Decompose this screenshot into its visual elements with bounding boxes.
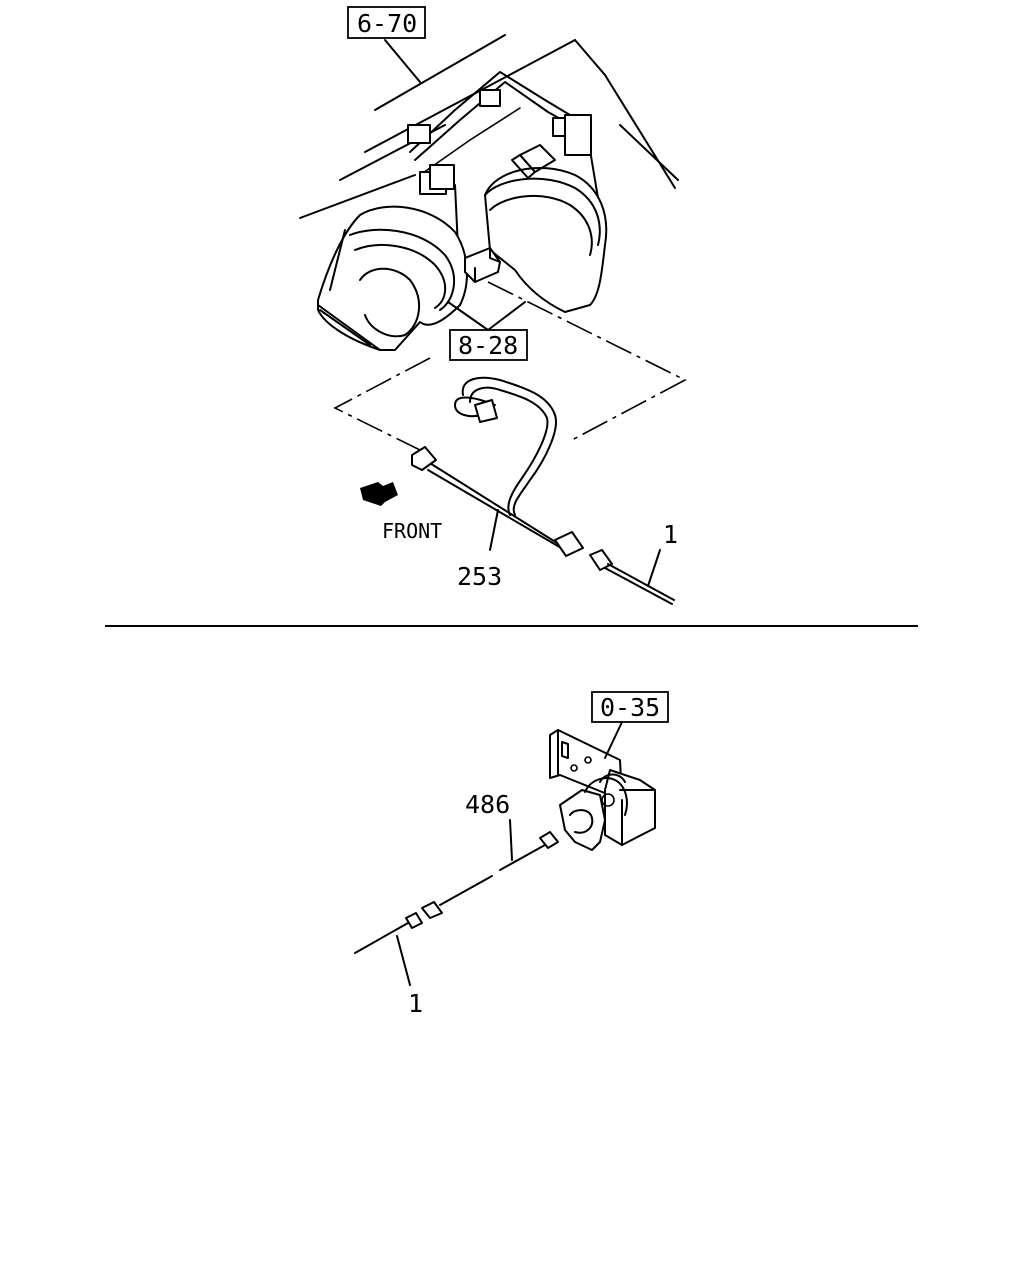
direction-label: FRONT (382, 519, 442, 543)
connector-icon (411, 446, 437, 471)
guide-lines (333, 281, 687, 451)
right-horn (484, 144, 608, 313)
part-label-cable-bottom: 1 (408, 989, 423, 1018)
horn-assembly (299, 34, 679, 351)
connector-icon (554, 531, 584, 557)
connector-icon (421, 901, 443, 919)
ref-box-bracket: 0-35 (591, 691, 669, 759)
connector-icon (589, 549, 613, 571)
part-label-cable-top: 1 (663, 520, 678, 549)
left-horn (317, 205, 468, 351)
connector-icon (405, 912, 423, 929)
switch-assembly (549, 729, 656, 851)
ref-box-horn: 8-28 (447, 301, 528, 361)
bolt-icon (407, 89, 592, 195)
connector-icon (474, 399, 498, 423)
ref-box-top: 6-70 (347, 6, 426, 83)
part-label-wire: 486 (465, 790, 510, 819)
ref-label-horn: 8-28 (458, 331, 518, 360)
part-label-harness: 253 (457, 562, 502, 591)
wire-486 (354, 831, 559, 954)
harness-253 (411, 376, 675, 605)
ref-label-bracket: 0-35 (600, 693, 660, 722)
front-arrow: FRONT (360, 482, 442, 543)
arrow-icon (360, 482, 398, 506)
ref-label-top: 6-70 (357, 9, 417, 38)
